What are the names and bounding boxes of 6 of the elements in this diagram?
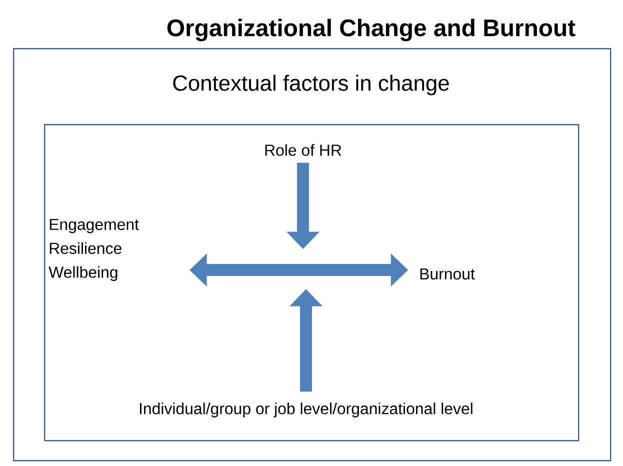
node-text: Engagement Resilience Wellbeing [48, 218, 139, 282]
node-text: Burnout [420, 268, 475, 280]
title: Organizational Change and Burnout [167, 18, 576, 42]
inner-frame [44, 124, 580, 442]
node-text: Individual/group or job level/organizational level [140, 402, 472, 418]
node-text: Role of HR [265, 144, 342, 156]
